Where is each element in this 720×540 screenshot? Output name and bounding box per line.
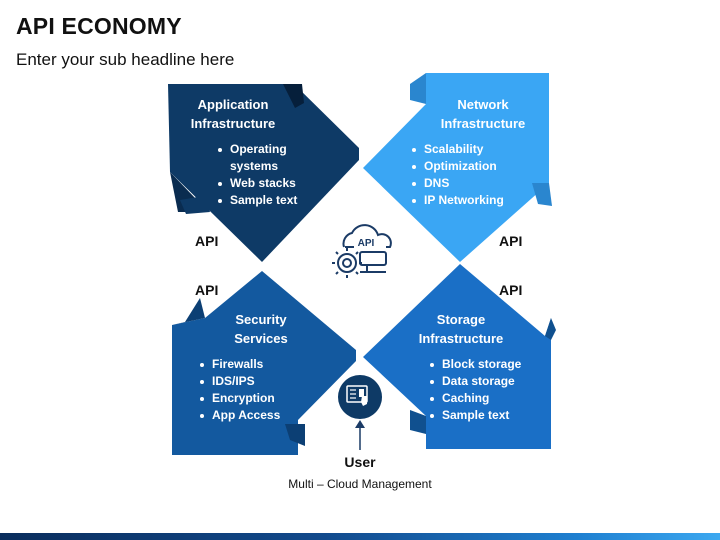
panel-storage-shape bbox=[363, 264, 556, 449]
api-label-top-left: API bbox=[195, 233, 219, 249]
list-item: Caching bbox=[430, 390, 536, 407]
panel-application-title-2: Infrastructure bbox=[190, 116, 276, 131]
page-subtitle: Enter your sub headline here bbox=[16, 50, 235, 69]
list-item: Firewalls bbox=[200, 356, 336, 373]
list-item: Encryption bbox=[200, 390, 336, 407]
list-item: Sample text bbox=[430, 407, 536, 424]
list-item: Block storage bbox=[430, 356, 536, 373]
api-label-top-right: API bbox=[499, 233, 523, 249]
list-item: systems bbox=[218, 158, 308, 175]
panel-storage: Storage Infrastructure Block storage Dat… bbox=[386, 310, 536, 424]
center-icon-api-text: API bbox=[358, 238, 375, 249]
list-item: IP Networking bbox=[412, 192, 558, 209]
panel-network-title-2: Infrastructure bbox=[440, 116, 526, 131]
panel-network: Network Infrastructure Scalability Optim… bbox=[408, 95, 558, 209]
panel-application-list: Operating systems Web stacks Sample text bbox=[218, 141, 308, 209]
user-arrow-head bbox=[355, 420, 365, 428]
list-item: Sample text bbox=[218, 192, 308, 209]
list-item: Data storage bbox=[430, 373, 536, 390]
panel-network-title-1: Network bbox=[457, 97, 509, 112]
user-caption: Multi – Cloud Management bbox=[288, 477, 432, 491]
panel-security-list: Firewalls IDS/IPS Encryption App Access bbox=[200, 356, 336, 424]
list-item: Scalability bbox=[412, 141, 558, 158]
panel-security-title-1: Security bbox=[235, 312, 287, 327]
api-label-bottom-left: API bbox=[195, 282, 219, 298]
list-item: IDS/IPS bbox=[200, 373, 336, 390]
panel-application-shape bbox=[168, 84, 359, 262]
panel-storage-title-1: Storage bbox=[436, 312, 486, 327]
panel-security-shape bbox=[172, 271, 356, 455]
list-item: Optimization bbox=[412, 158, 558, 175]
panel-application-title-1: Application bbox=[197, 97, 269, 112]
footer-bar bbox=[0, 533, 720, 540]
panel-network-shape bbox=[363, 73, 552, 262]
api-cloud-gear-icon bbox=[332, 224, 392, 278]
panel-storage-title-2: Infrastructure bbox=[418, 331, 504, 346]
list-item: Web stacks bbox=[218, 175, 308, 192]
dashboard-user-icon bbox=[338, 375, 382, 419]
panel-security-title-2: Services bbox=[234, 331, 288, 346]
api-label-bottom-right: API bbox=[499, 282, 523, 298]
panel-application: Application Infrastructure Operating sys… bbox=[158, 95, 308, 209]
list-item: DNS bbox=[412, 175, 558, 192]
user-label: User bbox=[344, 454, 376, 470]
panel-network-list: Scalability Optimization DNS IP Networki… bbox=[412, 141, 558, 209]
list-item: App Access bbox=[200, 407, 336, 424]
panel-storage-list: Block storage Data storage Caching Sampl… bbox=[430, 356, 536, 424]
panel-security: Security Services Firewalls IDS/IPS Encr… bbox=[186, 310, 336, 424]
page-title: API ECONOMY bbox=[16, 13, 182, 39]
list-item: Operating bbox=[218, 141, 308, 158]
list-item-continuation: systems bbox=[230, 159, 279, 173]
